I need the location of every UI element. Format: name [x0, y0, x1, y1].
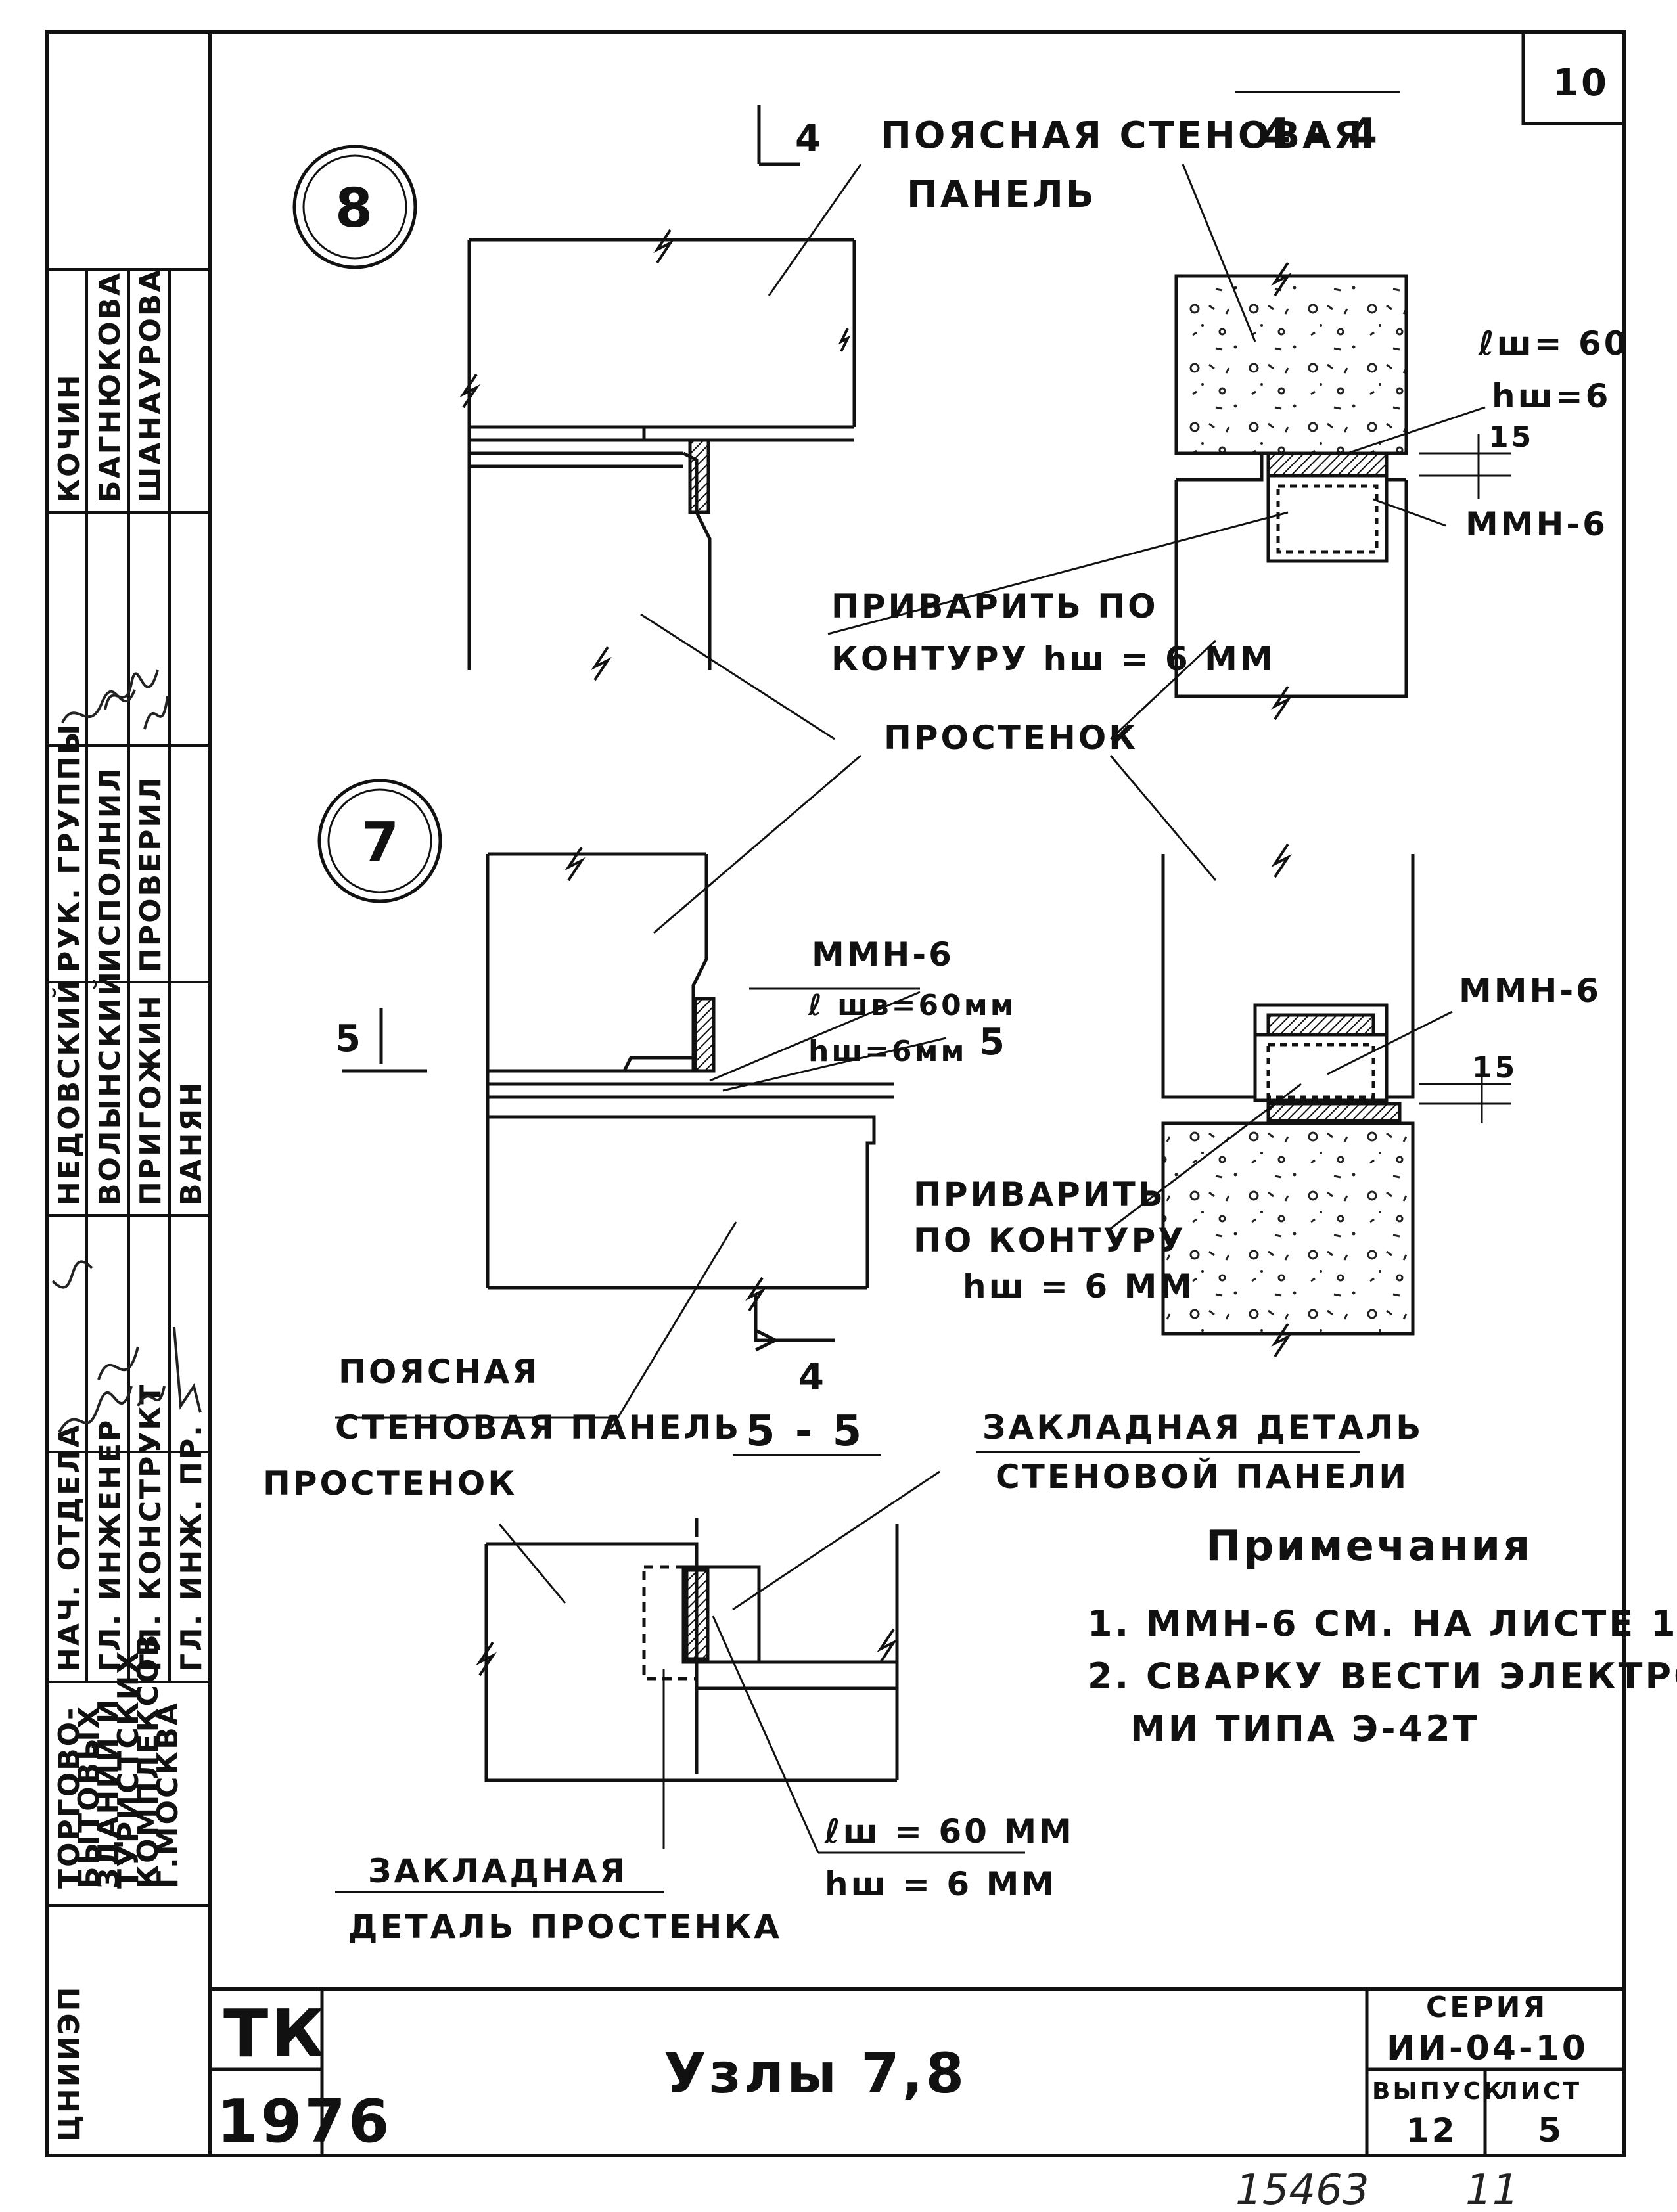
- org-line-1: ТОРГОВО-: [53, 1706, 86, 1889]
- section-5-5-label: 5 - 5: [746, 1407, 864, 1456]
- mmn6-top-label: ММН-6: [1465, 505, 1608, 543]
- weld-height-left: hш=6мм: [808, 1035, 967, 1068]
- sheet-label: ЛИСТ: [1498, 2078, 1582, 2105]
- name-b-1: КОЧИН: [53, 372, 86, 503]
- section-4-4: [1174, 274, 1408, 698]
- sheet-number-box: [1521, 30, 1626, 125]
- role-4: ГЛ. ИНЖ. ПР.: [175, 1424, 208, 1672]
- side-stamp-text: ЦНИИЭП ТОРГОВО- БЫТОВЫХ ЗДАНИЙ И ТУРИСТС…: [51, 268, 208, 2142]
- issue-value: 12: [1406, 2111, 1458, 2150]
- drawing-title: Узлы 7,8: [664, 2041, 967, 2106]
- node-7-section: [1161, 854, 1415, 1336]
- pier-label-center: ПРОСТЕНОК: [884, 719, 1138, 757]
- name-a-2: ВОЛЫНСКИЙ: [92, 970, 127, 1206]
- node-7-number: 7: [361, 811, 402, 874]
- weld-instruction-right-line3: hш = 6 ММ: [963, 1267, 1195, 1305]
- belt-panel-top-line1: ПОЯСНАЯ СТЕНОВАЯ: [881, 114, 1365, 157]
- embed-pier-line2: ДЕТАЛЬ ПРОСТЕНКА: [348, 1908, 782, 1946]
- pier-label-bottom: ПРОСТЕНОК: [263, 1464, 517, 1502]
- belt-panel-bottom-line2: СТЕНОВАЯ ПАНЕЛЬ: [335, 1409, 741, 1447]
- node-8-circle-inner: [302, 154, 407, 260]
- sheet-number: 10: [1553, 62, 1609, 104]
- cut-4-top-label: 4: [795, 118, 823, 160]
- section-4-4-label: 4 - 4: [1262, 110, 1380, 158]
- notes-title: Примечания: [1206, 1522, 1532, 1571]
- cut-5-right-label: 5: [979, 1021, 1007, 1064]
- node-8-circle-outer: [292, 145, 417, 269]
- archive-suffix: 11: [1465, 2166, 1519, 2212]
- embed-panel-line2: СТЕНОВОЙ ПАНЕЛИ: [996, 1457, 1409, 1496]
- weld-instruction-top-line1: ПРИВАРИТЬ ПО: [831, 587, 1159, 625]
- notes-line1: 1. ММН-6 СМ. НА ЛИСТЕ 18: [1088, 1603, 1677, 1644]
- archive-number: 15463: [1235, 2166, 1369, 2212]
- signatures: [51, 669, 202, 1433]
- node-7-circle-inner: [327, 788, 432, 893]
- name-a-3: ПРИГОЖИН: [134, 993, 168, 1206]
- org-line-3: ЗДАНИЙ И: [91, 1698, 126, 1889]
- node-7-plan: [342, 852, 894, 1352]
- name-a-1: НЕДОВСКИЙ: [51, 978, 86, 1206]
- weld-instruction-right-line1: ПРИВАРИТЬ: [913, 1175, 1166, 1213]
- cut-5-left-label: 5: [335, 1018, 363, 1060]
- belt-panel-bottom-line1: ПОЯСНАЯ: [338, 1353, 540, 1391]
- org-line-2: БЫТОВЫХ: [72, 1704, 106, 1889]
- weld-height-top: hш=6: [1492, 377, 1611, 415]
- embed-pier-line1: ЗАКЛАДНАЯ: [368, 1852, 628, 1890]
- weld-height-bottom: hш = 6 ММ: [825, 1865, 1057, 1903]
- cut-4-bottom-label: 4: [798, 1356, 827, 1399]
- role-2: ГЛ. ИНЖЕНЕР: [93, 1418, 127, 1672]
- node-8-plan: [467, 105, 856, 670]
- leaders-node-8: [640, 164, 1486, 740]
- dim-15-top: 15: [1488, 420, 1534, 454]
- role-b-3: ПРОВЕРИЛ: [134, 775, 168, 972]
- series-label: СЕРИЯ: [1426, 1991, 1548, 2024]
- node-7-circle-outer: [317, 779, 442, 903]
- role-1: НАЧ. ОТДЕЛА: [53, 1423, 86, 1672]
- break-marks: [459, 229, 1292, 1677]
- leaders-section-5-5: [335, 1416, 1360, 1893]
- belt-panel-top-line2: ПАНЕЛЬ: [907, 173, 1097, 216]
- weld-instruction-top-line2: КОНТУРУ hш = 6 ММ: [831, 640, 1275, 678]
- title-block-grid: [210, 1989, 1624, 2156]
- side-stamp-grid: [47, 268, 210, 1907]
- node-8-number: 8: [335, 177, 375, 240]
- weld-length-top: ℓш= 60: [1478, 325, 1630, 363]
- name-b-3: ШАНАУРОВА: [134, 268, 168, 503]
- weld-length-bottom: ℓш = 60 ММ: [824, 1813, 1074, 1851]
- sheet-value: 5: [1538, 2111, 1564, 2150]
- mmn6-right-label: ММН-6: [1459, 972, 1601, 1010]
- leaders-node-7: [610, 754, 1453, 1430]
- weld-length-left: ℓ шв=60мм: [808, 989, 1017, 1022]
- weld-instruction-right-line2: ПО КОНТУРУ: [913, 1221, 1186, 1259]
- sheet-border: [45, 30, 1626, 2157]
- org-logo: ЦНИИЭП: [53, 1985, 86, 2142]
- role-b-2: ИСПОЛНИЛ: [93, 766, 127, 972]
- section-5-5: [484, 1518, 899, 1782]
- mmn6-left-label: ММН-6: [812, 936, 954, 974]
- title-tk: ТК: [223, 1995, 327, 2072]
- role-3: ГЛ. КОНСТРУКТ: [134, 1383, 168, 1672]
- role-b-1: РУК. ГРУППЫ: [53, 722, 86, 972]
- name-b-2: БАГНЮКОВА: [93, 271, 127, 503]
- embed-panel-line1: ЗАКЛАДНАЯ ДЕТАЛЬ: [982, 1409, 1423, 1447]
- title-year: 1976: [217, 2087, 392, 2156]
- name-a-4: ВАНЯН: [175, 1081, 208, 1206]
- dimension-marks: [1419, 434, 1511, 1123]
- issue-label: ВЫПУСК: [1372, 2078, 1505, 2105]
- notes-line2: 2. СВАРКУ ВЕСТИ ЭЛЕКТРОДА-: [1088, 1656, 1677, 1697]
- notes-line3: МИ ТИПА Э-42Т: [1130, 1708, 1480, 1749]
- org-line-5: КОМПЛЕКСОВ: [131, 1633, 165, 1889]
- org-line-6: Г.МОСКВА: [151, 1701, 185, 1889]
- dim-15-right: 15: [1472, 1051, 1517, 1085]
- series-value: ИИ-04-10: [1387, 2029, 1588, 2068]
- org-line-4: ТУРИСТСКИХ: [112, 1650, 145, 1889]
